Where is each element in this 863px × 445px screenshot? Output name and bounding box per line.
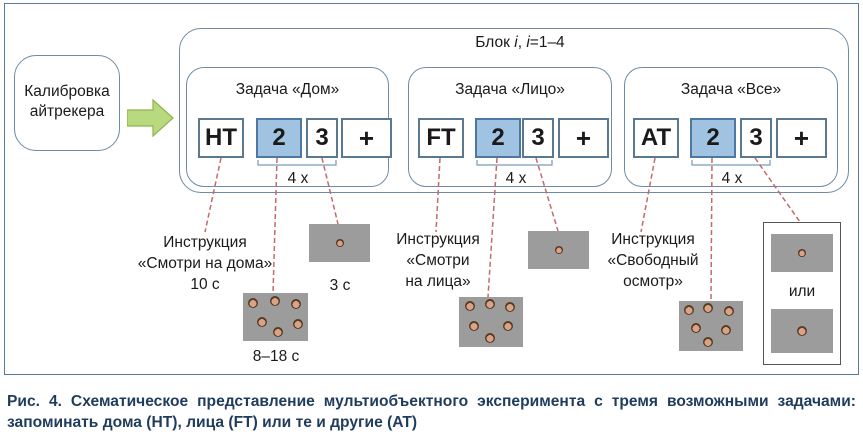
- stimulus-all-many: [679, 301, 743, 351]
- face-icon: [798, 249, 806, 257]
- cell-fixation-plus: +: [776, 118, 827, 158]
- face-icon: [505, 302, 515, 312]
- face-icon: [721, 325, 731, 335]
- figure-caption: Рис. 4. Схематическое представление муль…: [7, 393, 856, 431]
- face-icon: [469, 321, 479, 331]
- face-icon: [291, 299, 301, 309]
- face-icon: [684, 305, 694, 315]
- face-icon: [257, 317, 267, 327]
- face-icon: [724, 306, 734, 316]
- face-icon: [555, 246, 563, 254]
- cell-code-at: AT: [633, 118, 679, 158]
- instruction-houses-line2: «Смотри на дома»: [137, 255, 273, 272]
- repeat-label-faces: 4 x: [505, 170, 527, 187]
- instruction-houses-line1: Инструкция: [163, 234, 247, 251]
- cell-stimulus-2: 2: [690, 118, 736, 158]
- stimulus-option-face-2: [771, 309, 833, 353]
- block-title: Блок i, i=1–4: [475, 34, 565, 51]
- stimulus-faces-many: [459, 297, 523, 347]
- stimulus-option-face-1: [771, 234, 833, 272]
- face-icon: [248, 298, 258, 308]
- face-icon: [691, 323, 701, 333]
- face-icon: [293, 319, 303, 329]
- instruction-houses-line3: 10 с: [190, 276, 220, 293]
- instruction-free-line3: осмотр»: [623, 273, 683, 290]
- face-icon: [503, 321, 513, 331]
- repeat-label-houses: 4 x: [287, 170, 309, 187]
- stimulus-single-face-houses: [309, 224, 370, 262]
- stimulus-single-face-faces: [528, 231, 589, 269]
- cell-stimulus-3: 3: [522, 118, 554, 158]
- face-icon: [465, 301, 475, 311]
- cell-fixation-plus: +: [558, 118, 609, 158]
- arrow-icon: [127, 98, 174, 138]
- cell-stimulus-2: 2: [256, 118, 302, 158]
- cell-stimulus-3: 3: [740, 118, 772, 158]
- duration-8-18: 8–18 с: [252, 348, 300, 365]
- repeat-label-all: 4 x: [721, 170, 743, 187]
- face-icon: [703, 303, 713, 313]
- cell-stimulus-3: 3: [306, 118, 338, 158]
- task-title-houses: Задача «Дом»: [235, 81, 340, 98]
- cell-stimulus-2: 2: [475, 118, 521, 158]
- calibration-box: [14, 55, 120, 151]
- task-title-faces: Задача «Лицо»: [455, 81, 565, 98]
- instruction-faces-line1: Инструкция: [396, 231, 480, 248]
- duration-3: 3 с: [329, 277, 351, 294]
- face-icon: [703, 337, 713, 347]
- instruction-free-line1: Инструкция: [611, 231, 695, 248]
- instruction-faces-line2: «Смотри: [406, 252, 470, 269]
- calibration-label: Калибровка айтрекера: [24, 83, 110, 120]
- cell-code-ft: FT: [418, 118, 464, 158]
- face-icon: [485, 299, 495, 309]
- face-icon: [336, 239, 344, 247]
- cell-fixation-plus: +: [341, 118, 392, 158]
- task-title-all: Задача «Все»: [680, 81, 782, 98]
- face-icon: [273, 327, 283, 337]
- cell-code-ht: HT: [198, 118, 244, 158]
- face-icon: [270, 296, 280, 306]
- instruction-faces-line3: на лица»: [405, 273, 471, 290]
- instruction-free-line2: «Свободный: [607, 252, 699, 269]
- or-label: или: [788, 283, 816, 300]
- stimulus-houses-many-faces: [243, 293, 308, 341]
- face-icon: [797, 326, 807, 336]
- face-icon: [485, 333, 495, 343]
